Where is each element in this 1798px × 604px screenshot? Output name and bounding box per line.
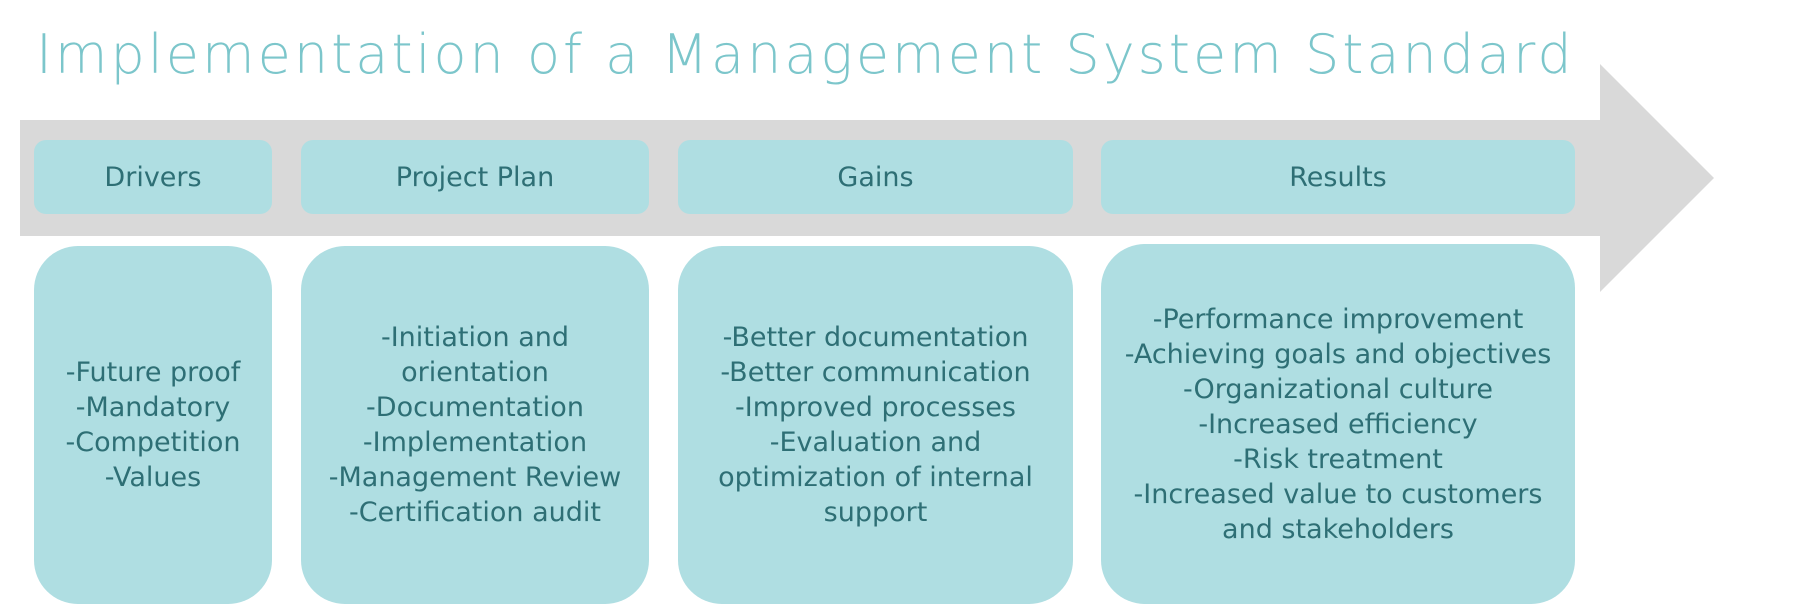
list-item: -Mandatory bbox=[75, 392, 231, 423]
content-gains: -Better documentation -Better communicat… bbox=[678, 246, 1073, 604]
list-item: -Values bbox=[104, 462, 202, 493]
list-item: -Initiation and bbox=[380, 322, 570, 353]
header-gains: Gains bbox=[678, 140, 1073, 214]
list-item: -Performance improvement bbox=[1152, 303, 1524, 335]
list-item: -Increased efficiency bbox=[1198, 408, 1478, 440]
list-item: -Achieving goals and objectives bbox=[1124, 338, 1552, 370]
header-results: Results bbox=[1101, 140, 1575, 214]
content-drivers: -Future proof -Mandatory -Competition -V… bbox=[34, 246, 272, 604]
list-item: -Risk treatment bbox=[1233, 443, 1443, 475]
list-item: -Future proof bbox=[65, 357, 241, 388]
header-results-label: Results bbox=[1289, 161, 1387, 193]
header-drivers: Drivers bbox=[34, 140, 272, 214]
list-item: -Implementation bbox=[362, 427, 588, 458]
header-project-plan: Project Plan bbox=[301, 140, 649, 214]
list-item: -Certification audit bbox=[349, 497, 601, 528]
list-item: and stakeholders bbox=[1222, 513, 1454, 545]
header-drivers-label: Drivers bbox=[104, 161, 202, 193]
list-item: -Management Review bbox=[328, 462, 622, 493]
list-item: -Evaluation and bbox=[769, 427, 982, 458]
list-item: -Better documentation bbox=[722, 322, 1029, 353]
list-item: orientation bbox=[401, 357, 549, 388]
header-gains-label: Gains bbox=[837, 161, 914, 193]
list-item: support bbox=[823, 497, 928, 528]
diagram-title: Implementation of a Management System St… bbox=[36, 23, 1575, 86]
list-item: -Organizational culture bbox=[1182, 373, 1493, 405]
list-item: -Increased value to customers bbox=[1133, 478, 1543, 510]
list-item: optimization of internal bbox=[718, 462, 1033, 493]
content-results: -Performance improvement -Achieving goal… bbox=[1101, 244, 1575, 604]
list-item: -Improved processes bbox=[735, 392, 1016, 423]
header-project-plan-label: Project Plan bbox=[395, 161, 555, 193]
list-item: -Better communication bbox=[720, 357, 1031, 388]
content-project-plan: -Initiation and orientation -Documentati… bbox=[301, 246, 649, 604]
list-item: -Documentation bbox=[366, 392, 584, 423]
list-item: -Competition bbox=[65, 427, 241, 458]
